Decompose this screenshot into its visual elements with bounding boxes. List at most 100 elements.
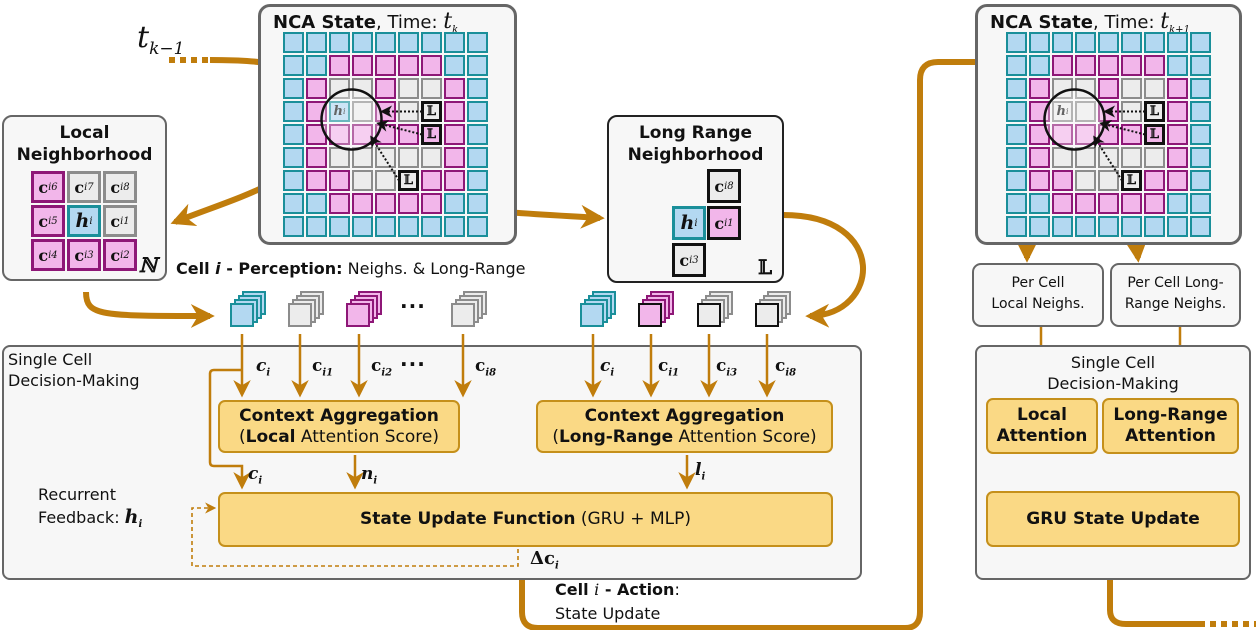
decision-label: Single Cell Decision-Making <box>8 349 140 391</box>
grid-cell <box>398 216 419 237</box>
long-agg-title: Context Aggregation <box>584 405 785 426</box>
grid-cell <box>1006 55 1027 76</box>
grid-cell <box>467 147 488 168</box>
grid-cell <box>329 193 350 214</box>
ci-skip-base: c <box>248 464 259 484</box>
long-range-cell: 𝕃 <box>398 170 419 191</box>
nca-tk-title: NCA State, Time: tk <box>273 9 458 36</box>
grid-cell <box>1167 78 1188 99</box>
long-range-cell: 𝕃 <box>1144 124 1165 145</box>
action-bold1: Cell <box>555 580 595 599</box>
grid-cell <box>283 32 304 53</box>
grid-cell <box>1144 170 1165 191</box>
stack-ellipsis: ··· <box>400 294 426 318</box>
local-agg-title: Context Aggregation <box>239 405 439 426</box>
cell-sub: i2 <box>120 249 130 261</box>
ni-base: n <box>361 464 374 484</box>
grid-cell <box>1167 147 1188 168</box>
grid-cell <box>329 32 350 53</box>
nca-tk1-time-sub: k+1 <box>1169 24 1190 36</box>
local-title-line2: Neighborhood <box>16 145 153 165</box>
long-range-title-line2: Neighborhood <box>627 145 764 165</box>
perception-label: Cell i - Perception: Neighs. & Long-Rang… <box>176 259 526 278</box>
grid-cell <box>1167 170 1188 191</box>
nca-tk1-title-rest: , Time: <box>1093 12 1161 33</box>
grid-cell <box>1006 170 1027 191</box>
input-var: c <box>475 356 486 376</box>
feature-stack-layer <box>755 303 779 327</box>
long-agg-open: ( <box>552 426 559 447</box>
arrow-longrange-to-stacks <box>782 212 867 328</box>
grid-cell <box>306 32 327 53</box>
cell-sub: i <box>694 217 698 229</box>
arrow-ci-skip <box>208 368 251 490</box>
cell-var: c <box>110 211 121 231</box>
grid-cell <box>1006 124 1027 145</box>
grid-cell <box>467 78 488 99</box>
grid-cell <box>421 147 442 168</box>
grid-cell <box>283 55 304 76</box>
per-long-line1: Per Cell Long- <box>1127 275 1224 291</box>
cell-sub: i1 <box>120 215 130 227</box>
grid-cell <box>375 32 396 53</box>
prev-time-base: t <box>137 20 150 55</box>
grid-cell <box>1190 170 1211 191</box>
grid-cell <box>283 124 304 145</box>
grid-cell <box>398 193 419 214</box>
ni-sub: i <box>373 475 378 487</box>
recurrent-line2: Feedback: <box>38 508 125 527</box>
grid-cell <box>1006 78 1027 99</box>
grid-cell <box>375 193 396 214</box>
grid-cell <box>1052 170 1073 191</box>
grid-cell <box>352 55 373 76</box>
feature-stack-layer <box>346 303 370 327</box>
grid-cell <box>444 55 465 76</box>
grid-cell <box>1190 124 1211 145</box>
grid-cell <box>1167 216 1188 237</box>
grid-cell <box>1029 147 1050 168</box>
long-input-label: ci1 <box>658 356 679 378</box>
per-long-line2: Range Neighs. <box>1124 296 1227 312</box>
grid-cell <box>421 170 442 191</box>
ci-skip-label: ci <box>248 464 262 486</box>
cell-var: h <box>680 212 695 234</box>
grid-cell <box>1006 101 1027 122</box>
grid-cell <box>1075 193 1096 214</box>
grid-cell <box>306 147 327 168</box>
grid-cell <box>283 216 304 237</box>
feature-stack-layer <box>451 303 475 327</box>
grid-cell <box>1098 55 1119 76</box>
arrow-next-output <box>1107 550 1205 627</box>
action-colon: : <box>674 580 680 599</box>
recurrent-feedback-label: Recurrent Feedback: hi <box>38 484 142 536</box>
grid-cell <box>283 147 304 168</box>
local-input-label: ci1 <box>312 356 333 378</box>
grid-cell <box>352 216 373 237</box>
grid-cell <box>421 216 442 237</box>
grid-cell <box>306 216 327 237</box>
recurrent-var-sub: i <box>138 519 143 531</box>
gru-label: GRU State Update <box>1026 508 1200 529</box>
recurrent-line1: Recurrent <box>38 485 116 504</box>
feature-stack-layer <box>288 303 312 327</box>
grid-cell <box>467 216 488 237</box>
local-title-line1: Local <box>59 123 110 143</box>
grid-cell <box>1121 78 1142 99</box>
long-range-cell: 𝕃 <box>421 124 442 145</box>
long-range-attention-box: Long-Range Attention <box>1102 398 1239 454</box>
decision-label-line2: Decision-Making <box>8 371 140 390</box>
cell-var: c <box>679 250 690 270</box>
local-context-aggregation-box: Context Aggregation (Local Attention Sco… <box>218 400 460 453</box>
cell-var: h <box>75 210 90 232</box>
input-sub: i <box>266 367 271 379</box>
nca-tk-title-bold: NCA State <box>273 12 376 33</box>
input-var: c <box>716 356 727 376</box>
long-range-context-aggregation-box: Context Aggregation (Long-Range Attentio… <box>536 400 833 453</box>
grid-cell <box>1144 216 1165 237</box>
decision-label-line1: Single Cell <box>8 350 93 369</box>
grid-cell <box>1190 216 1211 237</box>
